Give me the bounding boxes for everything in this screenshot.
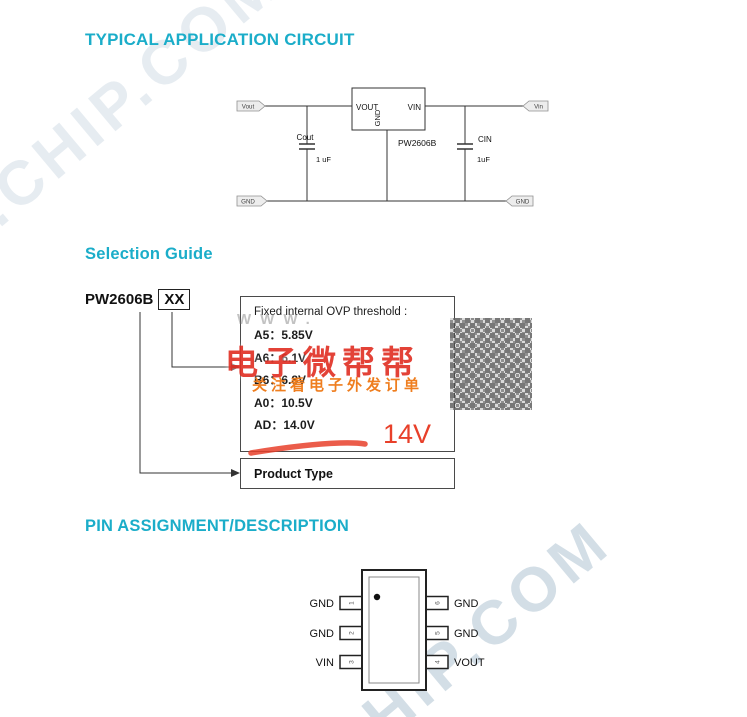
ovp-option: AD：14.0V <box>254 418 315 433</box>
arrow-to-product-type-icon <box>231 469 240 477</box>
cin-label: CIN <box>478 135 492 144</box>
section-title-pin-assignment: PIN ASSIGNMENT/DESCRIPTION <box>85 517 350 535</box>
section-title-application-circuit: TYPICAL APPLICATION CIRCUIT <box>85 30 355 49</box>
ic-part-number: PW2606B <box>398 138 437 148</box>
ic-pin-gnd-label: GND <box>373 109 382 126</box>
package-pinout-diagram: 1 2 3 6 5 4 GND GND VIN GND GND VOUT <box>310 569 485 691</box>
pin-label-6: GND <box>454 598 479 610</box>
cout-capacitor-symbol <box>299 143 315 150</box>
part-number-prefix: PW2606B <box>85 291 154 308</box>
pin-label-5: GND <box>454 628 479 640</box>
ovp-option: A6：6.1V <box>254 350 307 365</box>
connector-prefix-to-product <box>139 312 231 474</box>
qr-code-watermark <box>450 318 532 410</box>
ic-pin-vin-label: VIN <box>408 103 422 112</box>
net-flag-gnd-left <box>236 195 268 207</box>
red-marker-underline <box>248 440 368 456</box>
ovp-option: A0：10.5V <box>254 395 313 410</box>
cout-value: 1 uF <box>316 155 331 164</box>
circuit-wires <box>265 105 523 202</box>
net-flag-vout-label: Vout <box>242 104 255 111</box>
net-flag-vout <box>236 100 266 112</box>
ovp-option: A5：5.85V <box>254 328 313 342</box>
pin-label-3: VIN <box>316 657 334 669</box>
net-flag-vin <box>522 100 549 112</box>
part-number-suffix-box: XX <box>158 289 191 310</box>
ovp-option: B6：6.8V <box>254 373 307 388</box>
pin-number: 5 <box>435 631 442 635</box>
package-inner-outline <box>368 576 420 684</box>
pin-number: 2 <box>349 631 356 635</box>
part-number-row: PW2606B XX <box>85 289 191 310</box>
cin-value: 1uF <box>477 155 490 164</box>
handwritten-14v-annotation: 14V <box>383 419 432 449</box>
net-flag-gnd-left-label: GND <box>241 199 255 206</box>
selection-guide-connectors <box>139 312 240 477</box>
marker-stroke <box>248 440 368 456</box>
net-flag-vin-label: Vin <box>534 104 543 111</box>
ic-body <box>351 87 426 131</box>
cin-capacitor-symbol <box>457 143 473 150</box>
pin-label-4: VOUT <box>454 657 485 669</box>
section-title-selection-guide: Selection Guide <box>85 245 213 263</box>
pin-number: 6 <box>435 601 442 605</box>
net-flag-gnd-right <box>505 195 534 207</box>
ovp-threshold-box: Fixed internal OVP threshold : A5：5.85V … <box>240 296 455 452</box>
product-type-label: Product Type <box>254 466 333 481</box>
pin-number: 4 <box>435 660 442 664</box>
arrow-to-ovp-box-icon <box>231 363 240 371</box>
product-type-box: Product Type <box>240 458 455 489</box>
ic-pin-vout-label: VOUT <box>356 103 378 112</box>
connector-suffix-to-ovp <box>171 312 231 368</box>
pin-number: 1 <box>349 601 356 605</box>
package-body <box>361 569 427 691</box>
net-flag-gnd-right-label: GND <box>516 199 530 206</box>
pin1-marker-dot <box>373 593 381 601</box>
pin-label-2: GND <box>310 628 335 640</box>
pin-number: 3 <box>349 660 356 664</box>
pin-label-1: GND <box>310 598 335 610</box>
application-circuit-diagram: VOUT VIN GND PW2606B Cout 1 uF CIN 1uF V… <box>236 87 549 207</box>
cout-label: Cout <box>297 133 315 142</box>
ovp-title: Fixed internal OVP threshold : <box>254 306 408 318</box>
